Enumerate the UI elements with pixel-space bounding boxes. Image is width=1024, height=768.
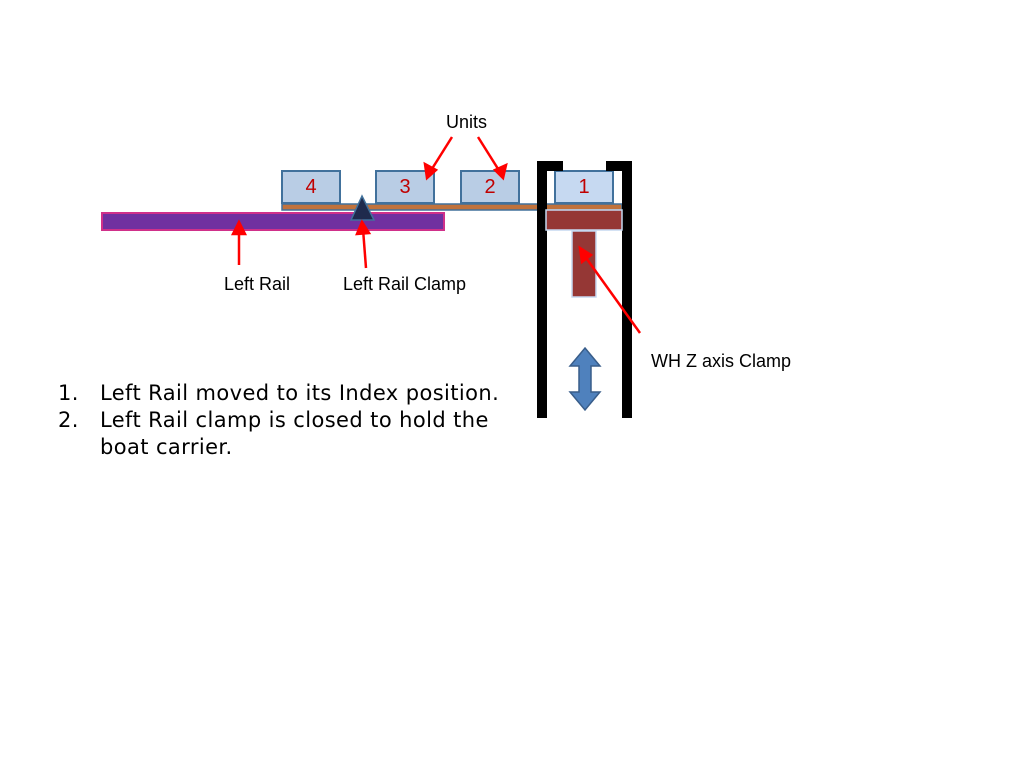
boat-carrier-bar <box>281 203 623 211</box>
wh-z-clamp-pointer-arrow <box>582 254 642 334</box>
wh-z-clamp-shaft <box>571 230 597 298</box>
wh-z-axis-clamp-label: WH Z axis Clamp <box>651 351 792 371</box>
wh-z-clamp-pointer-arrowhead <box>578 245 594 265</box>
left-rail-label: Left Rail <box>224 274 291 294</box>
left-rail-clamp-triangle <box>349 194 376 221</box>
step-list: 1. Left Rail moved to its Index position… <box>58 380 540 461</box>
units-pointer-arrow-3 <box>428 136 454 173</box>
left-rail-pointer-arrowhead <box>230 219 248 236</box>
step-text: Left Rail moved to its Index position. <box>100 381 500 405</box>
left-rail-clamp-label: Left Rail Clamp <box>343 274 467 294</box>
step-number: 1. <box>58 381 79 405</box>
step-number: 2. <box>58 408 79 432</box>
left-rail-clamp-pointer-arrowhead <box>355 219 372 236</box>
unit-1-label: 1 <box>578 176 590 198</box>
wh-frame-right-cap <box>606 161 632 171</box>
unit-4 <box>281 170 341 204</box>
step-item: 1. Left Rail moved to its Index position… <box>58 380 540 407</box>
z-motion-double-arrow-icon <box>568 346 602 412</box>
unit-1 <box>554 170 614 204</box>
units-pointer-arrowhead-2 <box>492 162 508 181</box>
wh-z-clamp-head <box>545 209 623 231</box>
unit-4-label: 4 <box>305 176 317 198</box>
step-item: 2. Left Rail clamp is closed to hold the… <box>58 407 540 461</box>
step-text: Left Rail clamp is closed to hold the bo… <box>100 408 489 459</box>
unit-3 <box>375 170 435 204</box>
unit-3-label: 3 <box>399 176 411 198</box>
wh-frame-left-post <box>537 161 547 418</box>
left-rail-clamp-pointer-arrow <box>361 228 368 269</box>
units-pointer-arrow-2 <box>476 136 502 173</box>
units-pointer-arrowhead-3 <box>423 161 439 181</box>
unit-2 <box>460 170 520 204</box>
left-rail <box>101 212 445 231</box>
wh-frame-left-cap <box>537 161 563 171</box>
wh-frame-right-post <box>622 161 632 418</box>
units-label: Units <box>446 112 488 132</box>
unit-2-label: 2 <box>484 176 496 198</box>
